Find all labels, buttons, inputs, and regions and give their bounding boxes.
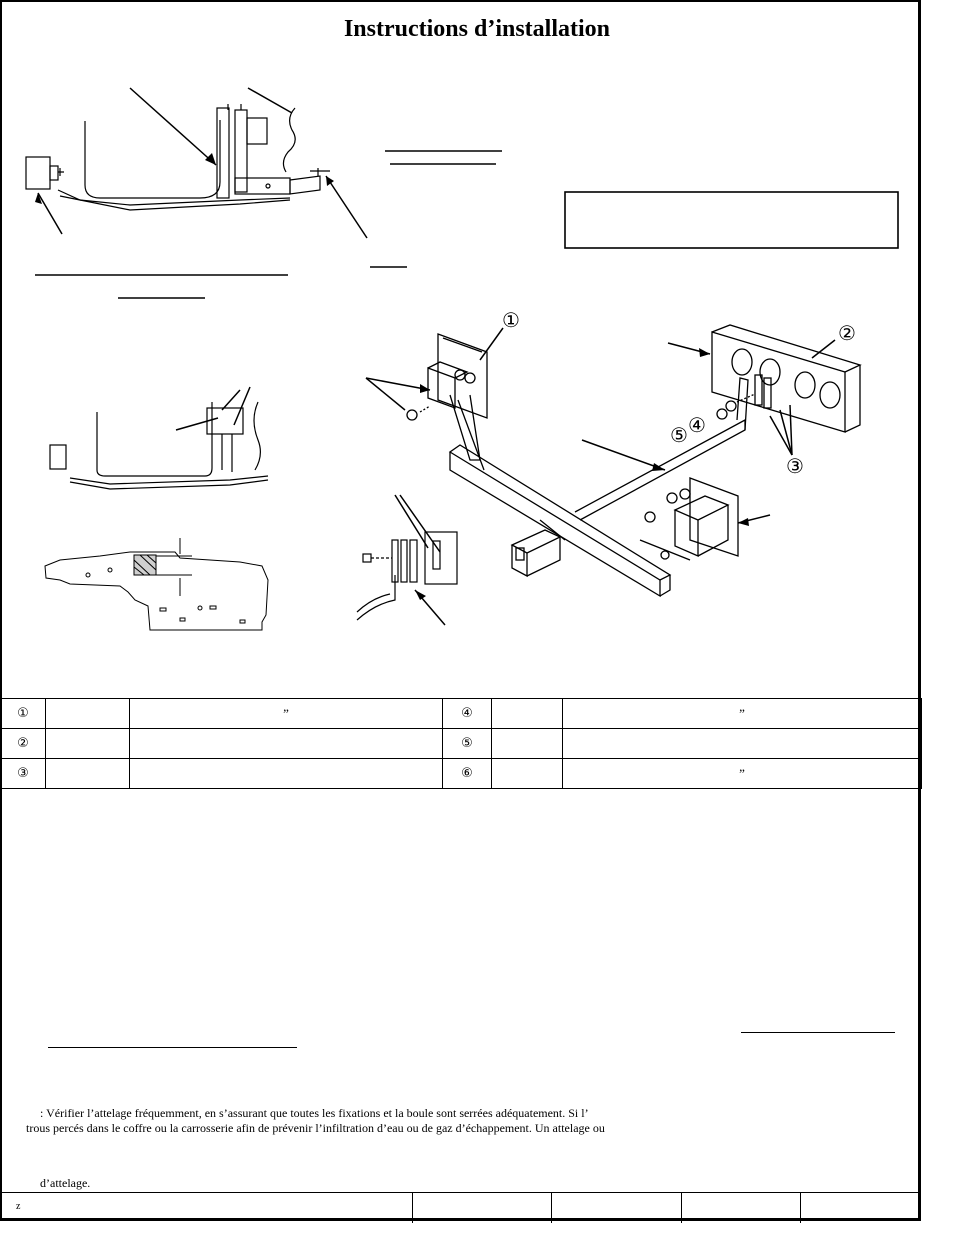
footer-cell [681,1193,801,1223]
part-number: ⑥ [442,758,492,789]
part-qty [491,698,563,729]
part-qty [491,728,563,759]
part-description: ” [562,698,922,729]
footer-bar [0,1192,921,1223]
note-box [564,191,899,249]
table-row: ② ⑤ [0,728,922,759]
part-number: ⑤ [442,728,492,759]
frame-section-diagram [44,538,269,631]
hitch-assembly-drawing [406,324,862,598]
callout-3: ③ [786,454,804,478]
part-description: ” [562,758,922,789]
part-qty [45,728,130,759]
part-number: ① [0,698,46,729]
callout-1: ① [502,308,520,332]
part-number: ③ [0,758,46,789]
warning-line-1: : Vérifier l’attelage fréquemment, en s’… [40,1106,589,1120]
part-description [129,728,443,759]
callout-2: ② [838,321,856,345]
part-qty [491,758,563,789]
bracket-detail-diagram [49,386,269,490]
parts-table: ① ” ④ ” ② ⑤ ③ ⑥ ” [0,698,922,789]
table-row: ③ ⑥ ” [0,758,922,789]
footer-cell [800,1193,920,1223]
callout-5: ⑤ [670,423,688,447]
table-row: ① ” ④ ” [0,698,922,729]
part-description [562,728,922,759]
footer-code: z [16,1201,21,1212]
underline-rule [741,1032,895,1033]
bolt-detail-diagram [356,494,458,626]
page-title: Instructions d’installation [343,16,611,42]
part-qty [45,758,130,789]
side-view-diagram [25,104,330,211]
warning-line-2: trous percés dans le coffre ou la carros… [26,1121,605,1135]
part-description: ” [129,698,443,729]
footer-cell [551,1193,682,1223]
warning-line-3: d’attelage. [40,1176,91,1190]
part-qty [45,698,130,729]
underline-rule [48,1047,297,1048]
part-description [129,758,443,789]
callout-4: ④ [688,413,706,437]
part-number: ④ [442,698,492,729]
installation-diagrams: ① ② ③ ④ ⑤ [25,87,899,631]
part-number: ② [0,728,46,759]
footer-cell [412,1193,552,1223]
page-frame [0,0,921,1221]
